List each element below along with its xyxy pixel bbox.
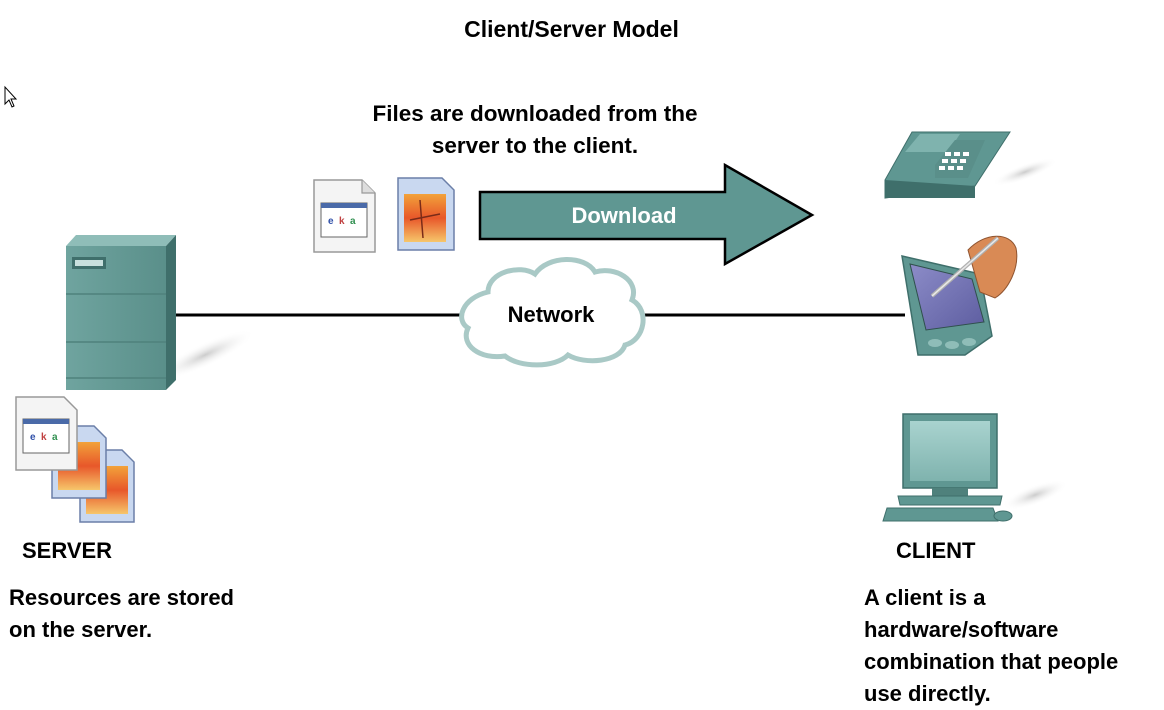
ip-phone-icon [884, 131, 1011, 199]
svg-text:e: e [328, 216, 334, 227]
cloud-label: Network [508, 302, 596, 327]
client-desc-line-2: hardware/software [864, 617, 1059, 642]
network-cloud: Network [459, 257, 646, 368]
document-file-icon: e k a [313, 179, 376, 253]
svg-text:e: e [30, 432, 36, 443]
server-tower-icon [66, 235, 176, 390]
svg-text:k: k [41, 432, 47, 443]
svg-text:a: a [52, 432, 58, 443]
client-desc-line-4: use directly. [864, 681, 991, 706]
desktop-pc-icon [882, 413, 1013, 522]
server-desc-line-1: Resources are stored [9, 585, 234, 610]
caption-line-1: Files are downloaded from the [372, 101, 698, 126]
pda-stylus-icon [901, 235, 1018, 356]
download-arrow: Download [478, 162, 815, 267]
client-label: CLIENT [896, 538, 976, 563]
server-label: SERVER [22, 538, 113, 563]
svg-text:k: k [339, 216, 345, 227]
client-desc-line-3: combination that people [864, 649, 1119, 674]
mouse-cursor-icon [4, 85, 18, 108]
arrow-label: Download [571, 203, 676, 228]
server-files-icon: e k a [15, 396, 135, 523]
page-title: Client/Server Model [464, 16, 679, 42]
server-description: Resources are stored on the server. [9, 582, 234, 646]
download-caption: Files are downloaded from the server to … [330, 98, 740, 162]
image-file-icon [397, 177, 455, 251]
client-description: A client is a hardware/software combinat… [864, 582, 1164, 710]
caption-line-2: server to the client. [431, 133, 639, 158]
svg-text:a: a [350, 216, 356, 227]
client-desc-line-1: A client is a [864, 585, 986, 610]
server-desc-line-2: on the server. [9, 617, 153, 642]
